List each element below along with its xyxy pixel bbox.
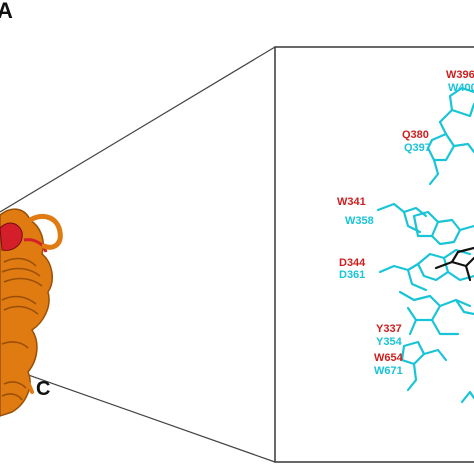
red-helix	[0, 222, 23, 251]
helix-bands	[1, 257, 43, 401]
residue-label-q397: Q397	[404, 142, 431, 154]
residue-label-q380: Q380	[402, 129, 429, 141]
residue-label-w400: W400	[448, 82, 474, 94]
protein-cartoon	[0, 208, 63, 417]
residue-label-w671: W671	[374, 365, 403, 377]
residue-label-y354: Y354	[376, 336, 402, 348]
loop-top	[27, 214, 63, 250]
zoom-guide-top	[0, 46, 276, 213]
residue-label-w358: W358	[345, 215, 374, 227]
c-terminus-label: C	[36, 378, 51, 400]
residue-label-d344: D344	[339, 257, 366, 269]
residue-label-w341: W341	[337, 196, 366, 208]
stick-model	[376, 86, 474, 404]
panel-letter: A	[0, 0, 13, 23]
loop-c-terminal	[18, 370, 34, 394]
ligand	[434, 246, 474, 282]
residue-label-y337: Y337	[376, 323, 402, 335]
residue-label-w396: W396	[446, 69, 474, 81]
red-loop	[23, 238, 48, 253]
zoom-guide-bottom	[0, 364, 276, 463]
residue-label-w654: W654	[374, 352, 403, 364]
inset-frame	[274, 46, 474, 463]
residue-label-d361: D361	[339, 269, 366, 281]
